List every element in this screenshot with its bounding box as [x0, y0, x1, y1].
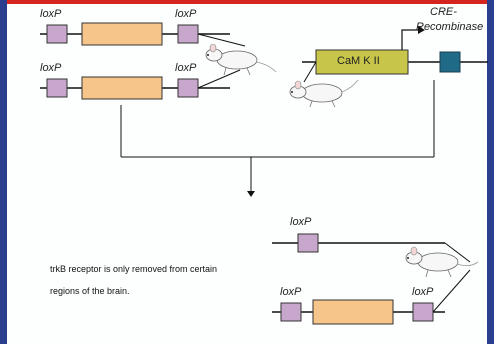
loxp-label: loxP: [175, 62, 196, 74]
loxp-site: [413, 303, 433, 321]
loxp-label: loxP: [412, 286, 433, 298]
mouse-illustration: [290, 80, 358, 107]
mouse-illustration: [206, 44, 276, 75]
trkb-gene-box: [82, 23, 162, 45]
loxp-label: loxP: [40, 8, 61, 20]
promoter-arrow: [402, 30, 418, 50]
intact-floxed-allele: [272, 270, 470, 324]
loxp-site: [178, 79, 198, 97]
camk-cre-transgene: [302, 26, 488, 82]
cre-label-line1: CRE-: [430, 6, 457, 18]
loxp-label: loxP: [280, 286, 301, 298]
right-border: [487, 0, 494, 344]
left-border: [0, 0, 7, 344]
loxp-site: [47, 79, 67, 97]
loxp-label: loxP: [290, 216, 311, 228]
down-arrow: [247, 191, 255, 197]
top-border: [0, 0, 494, 4]
loxp-site: [281, 303, 301, 321]
cre-label-line2: Recombinase: [416, 21, 483, 33]
floxed-allele-2: [40, 70, 240, 99]
cross-connector: [121, 80, 434, 197]
caption-line-1: trkB receptor is only removed from certa…: [50, 264, 217, 274]
cre-box: [440, 52, 460, 72]
loxp-site: [178, 25, 198, 43]
trkb-gene-box: [82, 77, 162, 99]
floxed-allele-1: [40, 23, 245, 46]
caption-line-2: regions of the brain.: [50, 286, 130, 296]
loxp-site: [47, 25, 67, 43]
loxp-label: loxP: [175, 8, 196, 20]
camk-label: CaM K II: [337, 55, 380, 67]
loxp-site: [298, 234, 318, 252]
loxp-label: loxP: [40, 62, 61, 74]
trkb-gene-box: [313, 300, 393, 324]
